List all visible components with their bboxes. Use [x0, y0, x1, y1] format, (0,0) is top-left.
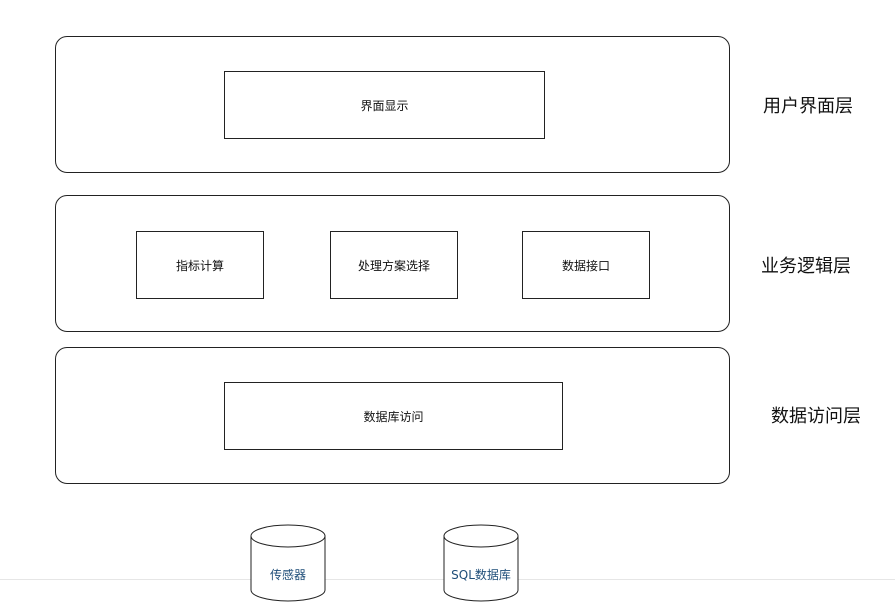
sensor-database-label: 传感器	[269, 568, 306, 582]
sql-database-label: SQL数据库	[451, 568, 511, 582]
indicator-calc-box: 指标计算	[136, 231, 264, 299]
database-cylinder-icon	[443, 524, 519, 602]
business-logic-layer-panel: 指标计算 处理方案选择 数据接口	[55, 195, 730, 332]
database-cylinder-icon	[250, 524, 326, 602]
business-logic-layer-label: 业务逻辑层	[761, 256, 851, 277]
sql-database: SQL数据库	[443, 524, 519, 602]
database-access-box: 数据库访问	[224, 382, 563, 450]
data-interface-box: 数据接口	[522, 231, 650, 299]
ui-display-box: 界面显示	[224, 71, 545, 139]
ui-layer-panel: 界面显示	[55, 36, 730, 173]
ui-layer-label: 用户界面层	[763, 96, 853, 117]
sensor-database: 传感器	[250, 524, 326, 602]
treatment-plan-select-box: 处理方案选择	[330, 231, 458, 299]
data-access-layer-label: 数据访问层	[771, 406, 861, 427]
data-access-layer-panel: 数据库访问	[55, 347, 730, 484]
